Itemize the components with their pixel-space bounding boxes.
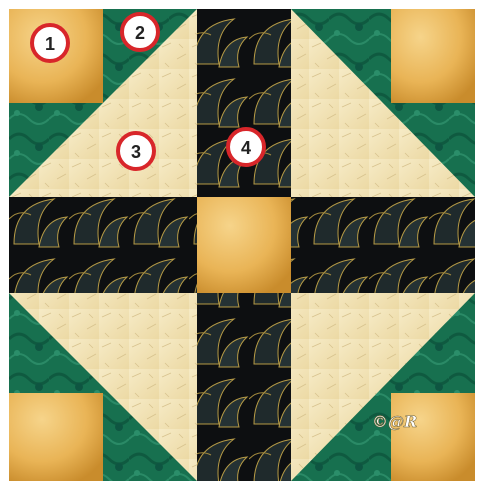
quilt-block: 1 2 3 4 ©@R [9,9,475,481]
numbered-badge-3: 3 [118,133,154,169]
gold-square-bottom-left [9,393,103,481]
badge-label-1: 1 [45,34,55,54]
gold-square-top-right [391,9,475,103]
black-strip-right [291,197,475,293]
gold-square-center [197,197,291,293]
gold-square-bottom-right [391,393,475,481]
black-strip-bottom [197,293,291,481]
copyright-signature: ©@R [372,412,417,431]
badge-label-4: 4 [241,138,251,158]
black-strip-top [197,9,291,197]
numbered-badge-1: 1 [32,25,68,61]
badge-label-2: 2 [135,23,145,43]
badge-label-3: 3 [131,142,141,162]
numbered-badge-2: 2 [122,14,158,50]
black-strip-left [9,197,197,293]
numbered-badge-4: 4 [228,129,264,165]
